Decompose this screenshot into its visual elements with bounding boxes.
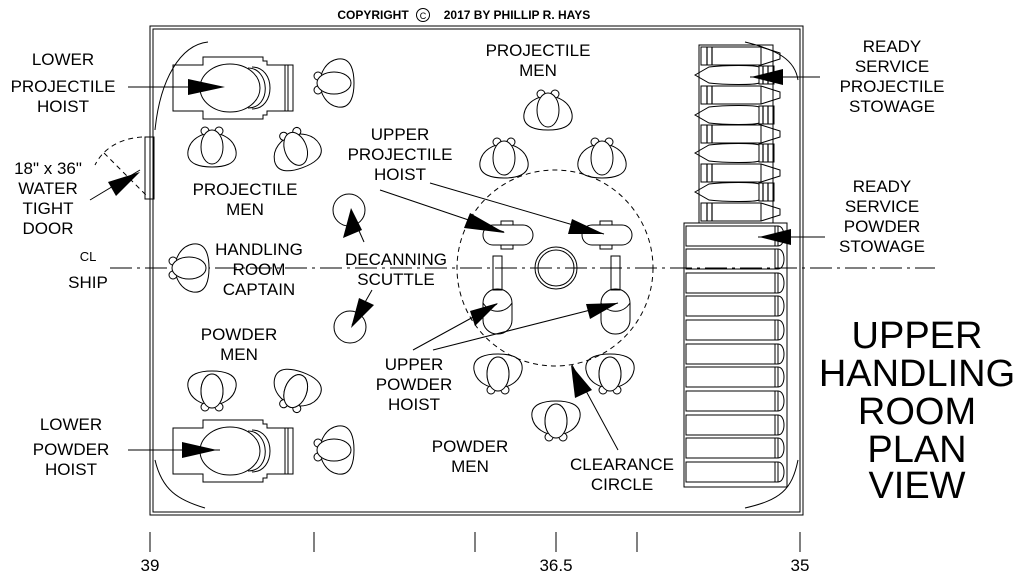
upper-projectile-hoist-right: [581, 220, 633, 250]
svg-text:DECANNING: DECANNING: [345, 250, 447, 269]
label-decanning-scuttle: DECANNING SCUTTLE: [345, 250, 447, 289]
svg-text:HOIST: HOIST: [45, 460, 97, 479]
watertight-door: [94, 136, 155, 200]
svg-text:PLAN: PLAN: [867, 429, 966, 471]
svg-text:C: C: [420, 11, 427, 21]
decanning-scuttle-bottom: [333, 310, 367, 344]
svg-text:SERVICE: SERVICE: [845, 197, 919, 216]
projectile-man: [577, 137, 627, 179]
svg-text:UPPER: UPPER: [371, 125, 430, 144]
powder-man: [585, 353, 635, 395]
svg-text:LOWER: LOWER: [32, 50, 94, 69]
powder-man: [313, 425, 355, 475]
label-ready-service-projectile: READY SERVICE PROJECTILE STOWAGE: [840, 37, 945, 116]
svg-text:UPPER: UPPER: [852, 315, 983, 357]
powder-man: [265, 363, 326, 419]
svg-text:PROJECTILE: PROJECTILE: [486, 41, 591, 60]
projectile-man: [265, 121, 326, 177]
clearance-circle: [456, 169, 654, 367]
label-projectile-men-left: PROJECTILE MEN: [193, 180, 298, 219]
frame-scale: 39 36.5 35: [141, 532, 810, 575]
svg-text:CLEARANCE: CLEARANCE: [570, 455, 674, 474]
svg-text:MEN: MEN: [519, 61, 557, 80]
label-lower-powder-hoist: LOWER POWDER HOIST: [33, 415, 110, 479]
svg-text:HOIST: HOIST: [388, 395, 440, 414]
frame-label: 39: [141, 556, 160, 575]
svg-text:2017 BY PHILLIP R. HAYS: 2017 BY PHILLIP R. HAYS: [444, 8, 591, 22]
label-watertight-door: 18" x 36" WATER TIGHT DOOR: [14, 159, 82, 238]
svg-text:POWDER: POWDER: [432, 437, 509, 456]
label-clearance-circle: CLEARANCE CIRCLE: [570, 455, 674, 494]
label-lower-projectile-hoist: LOWER PROJECTILE HOIST: [11, 50, 116, 116]
copyright-notice: COPYRIGHT C 2017 BY PHILLIP R. HAYS: [337, 8, 590, 22]
svg-text:MEN: MEN: [220, 345, 258, 364]
label-powder-men-left: POWDER MEN: [201, 325, 278, 364]
label-upper-projectile-hoist: UPPER PROJECTILE HOIST: [348, 125, 453, 184]
svg-text:ROOM: ROOM: [858, 391, 976, 433]
ready-service-powder-stowage: [683, 222, 788, 488]
label-centerline-ship: CL SHIP: [68, 249, 108, 292]
svg-text:SCUTTLE: SCUTTLE: [357, 270, 434, 289]
svg-text:TIGHT: TIGHT: [23, 199, 74, 218]
drawing-title: UPPER HANDLING ROOM PLAN VIEW: [819, 315, 1015, 507]
label-projectile-men-top: PROJECTILE MEN: [486, 41, 591, 80]
svg-text:CAPTAIN: CAPTAIN: [223, 280, 295, 299]
centerline-symbol-icon: CL: [80, 249, 97, 264]
svg-text:POWDER: POWDER: [33, 440, 110, 459]
svg-text:POWDER: POWDER: [844, 217, 921, 236]
svg-text:ROOM: ROOM: [233, 260, 286, 279]
powder-man: [473, 353, 523, 395]
leader-arrows: [89, 69, 825, 458]
frame-label: 36.5: [539, 556, 572, 575]
ready-service-projectile-stowage: [694, 44, 781, 224]
svg-text:HOIST: HOIST: [37, 97, 89, 116]
upper-projectile-hoist-left: [482, 220, 534, 250]
svg-text:SHIP: SHIP: [68, 273, 108, 292]
svg-text:DOOR: DOOR: [23, 219, 74, 238]
frame-label: 35: [791, 556, 810, 575]
svg-text:CIRCLE: CIRCLE: [591, 475, 653, 494]
projectile-man: [523, 89, 573, 131]
svg-text:UPPER: UPPER: [385, 355, 444, 374]
label-ready-service-powder: READY SERVICE POWDER STOWAGE: [839, 177, 925, 256]
center-column: [534, 246, 578, 290]
label-handling-room-captain: HANDLING ROOM CAPTAIN: [215, 240, 303, 299]
svg-text:HANDLING: HANDLING: [215, 240, 303, 259]
svg-text:SERVICE: SERVICE: [855, 57, 929, 76]
svg-text:READY: READY: [853, 177, 912, 196]
svg-text:READY: READY: [863, 37, 922, 56]
copyright-symbol-icon: [416, 8, 430, 22]
svg-text:18" x 36": 18" x 36": [14, 159, 82, 178]
svg-text:COPYRIGHT: COPYRIGHT: [337, 8, 409, 22]
svg-text:PROJECTILE: PROJECTILE: [193, 180, 298, 199]
svg-text:STOWAGE: STOWAGE: [849, 97, 935, 116]
svg-text:PROJECTILE: PROJECTILE: [840, 77, 945, 96]
svg-text:LOWER: LOWER: [40, 415, 102, 434]
svg-text:HANDLING: HANDLING: [819, 353, 1015, 395]
svg-text:PROJECTILE: PROJECTILE: [11, 77, 116, 96]
powder-man: [531, 400, 581, 442]
label-upper-powder-hoist: UPPER POWDER HOIST: [376, 355, 453, 414]
svg-text:VIEW: VIEW: [868, 465, 965, 507]
svg-text:MEN: MEN: [226, 200, 264, 219]
svg-text:WATER: WATER: [18, 179, 78, 198]
svg-text:PROJECTILE: PROJECTILE: [348, 145, 453, 164]
svg-text:POWDER: POWDER: [201, 325, 278, 344]
handling-room-captain: [168, 243, 210, 293]
label-powder-men-bottom: POWDER MEN: [432, 437, 509, 476]
svg-text:STOWAGE: STOWAGE: [839, 237, 925, 256]
projectile-man: [313, 58, 355, 108]
svg-text:POWDER: POWDER: [376, 375, 453, 394]
svg-text:HOIST: HOIST: [374, 165, 426, 184]
projectile-man: [187, 126, 237, 168]
projectile-man: [479, 137, 529, 179]
powder-man: [187, 370, 237, 412]
svg-text:MEN: MEN: [451, 457, 489, 476]
